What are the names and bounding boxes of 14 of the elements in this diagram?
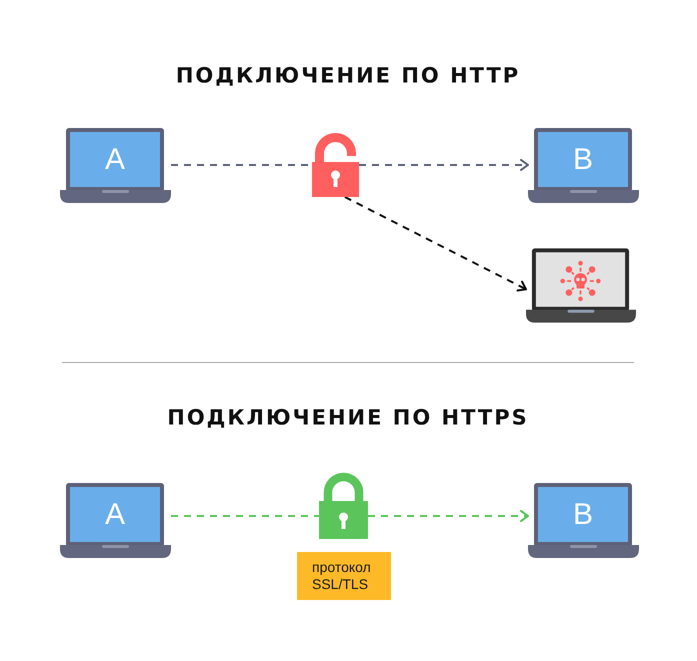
screen-letter: B <box>573 500 593 530</box>
protocol-note: протокол SSL/TLS <box>297 552 391 600</box>
dashed-arrow <box>368 510 529 522</box>
dashed-arrow <box>344 196 527 292</box>
screen-letter: B <box>573 144 593 174</box>
laptop-illustration <box>526 248 636 323</box>
unlocked-padlock-icon <box>312 131 359 197</box>
padlock-icon <box>319 472 368 539</box>
section-heading: ПОДКЛЮЧЕНИЕ ПО HTTPS <box>167 408 529 428</box>
screen-letter: A <box>105 500 125 530</box>
section-heading: ПОДКЛЮЧЕНИЕ ПО HTTP <box>176 66 520 86</box>
dashed-arrow <box>359 158 529 171</box>
screen-letter: A <box>105 144 125 174</box>
dashed-line <box>171 515 319 518</box>
